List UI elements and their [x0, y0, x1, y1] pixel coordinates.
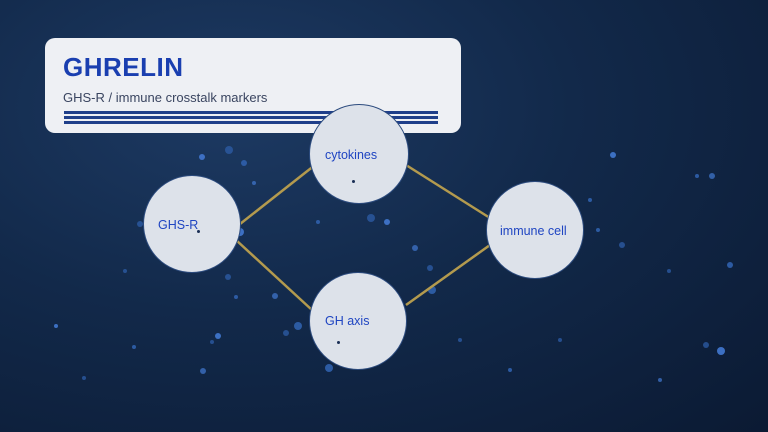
background-particle [199, 154, 205, 160]
background-particle [82, 376, 86, 380]
title-stripe [64, 116, 438, 119]
background-particle [709, 173, 715, 179]
background-particle [717, 347, 725, 355]
node-dot [337, 341, 340, 344]
background-particle [508, 368, 512, 372]
background-particle [727, 262, 733, 268]
background-particle [588, 198, 592, 202]
node-immune-cell[interactable]: immune cell [486, 181, 584, 279]
background-particle [200, 368, 206, 374]
background-particle [412, 245, 418, 251]
background-particle [658, 378, 662, 382]
background-particle [123, 269, 127, 273]
diagram-edges [235, 163, 491, 311]
background-particle [225, 274, 231, 280]
background-particle [54, 324, 58, 328]
background-particle [703, 342, 709, 348]
background-particle [283, 330, 289, 336]
edge-cytokines-immune [405, 163, 491, 220]
background-particle [132, 345, 136, 349]
title-stripe [64, 111, 438, 114]
page-subtitle: GHS-R / immune crosstalk markers [63, 90, 268, 105]
background-particle [558, 338, 562, 342]
edge-ghaxis-immune [405, 243, 491, 307]
background-particle [610, 152, 616, 158]
background-particle [316, 220, 320, 224]
background-particle [458, 338, 462, 342]
background-particle [596, 228, 600, 232]
page-title: GHRELIN [63, 52, 184, 82]
background-particle [137, 221, 143, 227]
background-particle [210, 340, 214, 344]
background-particle [695, 174, 699, 178]
node-dot [197, 230, 200, 233]
background-particle [252, 181, 256, 185]
background-particle [234, 295, 238, 299]
node-ghs-r[interactable]: GHS-R [143, 175, 241, 273]
node-cytokines[interactable]: cytokines [309, 104, 409, 204]
background-particle [667, 269, 671, 273]
title-stripe [64, 121, 438, 124]
edge-ghsr-ghaxis [235, 239, 313, 311]
background-particle [325, 364, 333, 372]
node-label: GH axis [325, 314, 370, 328]
node-label: cytokines [325, 148, 378, 162]
background-particle [215, 333, 221, 339]
background-particle [294, 322, 302, 330]
node-label: GHS-R [158, 218, 199, 232]
node-gh-axis[interactable]: GH axis [309, 272, 407, 370]
background-particle [225, 146, 233, 154]
node-dot [352, 180, 355, 183]
background-particle [241, 160, 247, 166]
background-particle [272, 293, 278, 299]
background-particle [384, 219, 390, 225]
node-label: immune cell [500, 224, 567, 238]
edge-ghsr-cytokines [239, 164, 316, 225]
background-particle [619, 242, 625, 248]
title-card: GHRELIN GHS-R / immune crosstalk markers [45, 38, 461, 133]
background-particle [427, 265, 433, 271]
background-particle [367, 214, 375, 222]
